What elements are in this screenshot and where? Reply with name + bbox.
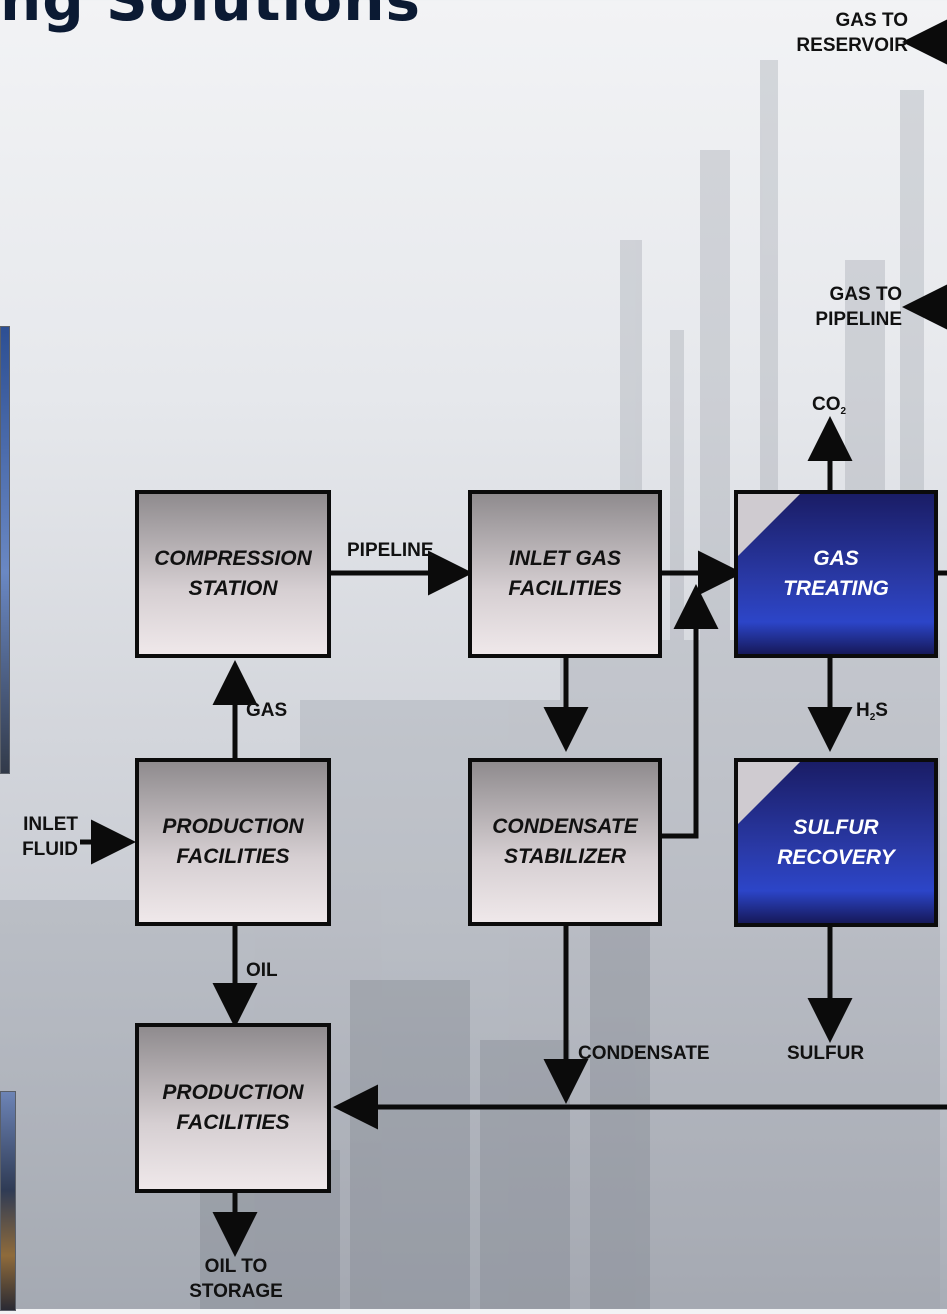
label-h2s-pre: H [856,700,870,721]
label-h2s-post: S [875,700,888,721]
label-h2s: H2S [856,698,888,730]
box-gas-treating-line2: TREATING [783,577,889,600]
box-production-facilities-1: PRODUCTION FACILITIES [135,758,331,926]
label-oil-to-storage-line1: OIL TO [204,1256,268,1277]
box-sulfur-recovery: SULFUR RECOVERY [734,758,938,927]
box-sulfur-line1: SULFUR [793,815,879,839]
label-co2: CO2 [812,392,846,424]
label-gas-to-reservoir-line2: RESERVOIR [796,35,908,56]
label-inlet-fluid-line2: FLUID [22,839,78,860]
page-title-fragment: ng Solutions [0,0,422,34]
label-gas-to-reservoir-line1: GAS TO [835,10,909,31]
label-condensate: CONDENSATE [578,1043,710,1064]
label-oil-to-storage-line2: STORAGE [189,1281,283,1302]
label-gas: GAS [246,700,288,721]
box-compression-station: COMPRESSION STATION [135,490,331,658]
box-production-1-line1: PRODUCTION [162,815,304,838]
label-h2s-sub: 2 [869,712,876,723]
label-inlet-fluid-line1: INLET [23,814,78,835]
box-inlet-gas-line2: FACILITIES [508,577,622,600]
box-production-2-line2: FACILITIES [176,1111,290,1134]
box-production-2-line1: PRODUCTION [162,1081,304,1104]
label-sulfur: SULFUR [787,1043,865,1064]
box-production-facilities-2: PRODUCTION FACILITIES [135,1023,331,1193]
box-condensate-line2: STABILIZER [503,845,627,868]
flow-stabilizer-overhead [662,584,719,839]
label-co2-main: CO [812,394,841,415]
box-sulfur-line2: RECOVERY [777,845,895,869]
label-co2-sub: 2 [840,406,847,417]
label-gas-to-pipeline: GAS TO PIPELINE [790,282,902,332]
label-gas-to-pipeline-line1: GAS TO [829,284,903,305]
photo-strip-top [0,326,10,774]
label-oil-to-storage: OIL TO STORAGE [166,1254,306,1304]
box-inlet-gas-line1: INLET GAS [508,547,621,570]
label-gas-to-reservoir: GAS TO RESERVOIR [770,8,908,58]
box-gas-treating: GAS TREATING [734,490,938,658]
box-condensate-stabilizer: CONDENSATE STABILIZER [468,758,662,926]
box-production-1-line2: FACILITIES [176,845,290,868]
box-compression-line1: COMPRESSION [154,547,312,570]
box-inlet-gas-facilities: INLET GAS FACILITIES [468,490,662,658]
box-compression-line2: STATION [188,577,278,600]
box-condensate-line1: CONDENSATE [492,815,638,838]
box-gas-treating-line1: GAS [813,547,859,570]
label-gas-to-pipeline-line2: PIPELINE [815,309,902,330]
label-pipeline: PIPELINE [347,540,434,561]
label-inlet-fluid: INLET FLUID [10,812,78,862]
label-oil: OIL [246,960,278,981]
